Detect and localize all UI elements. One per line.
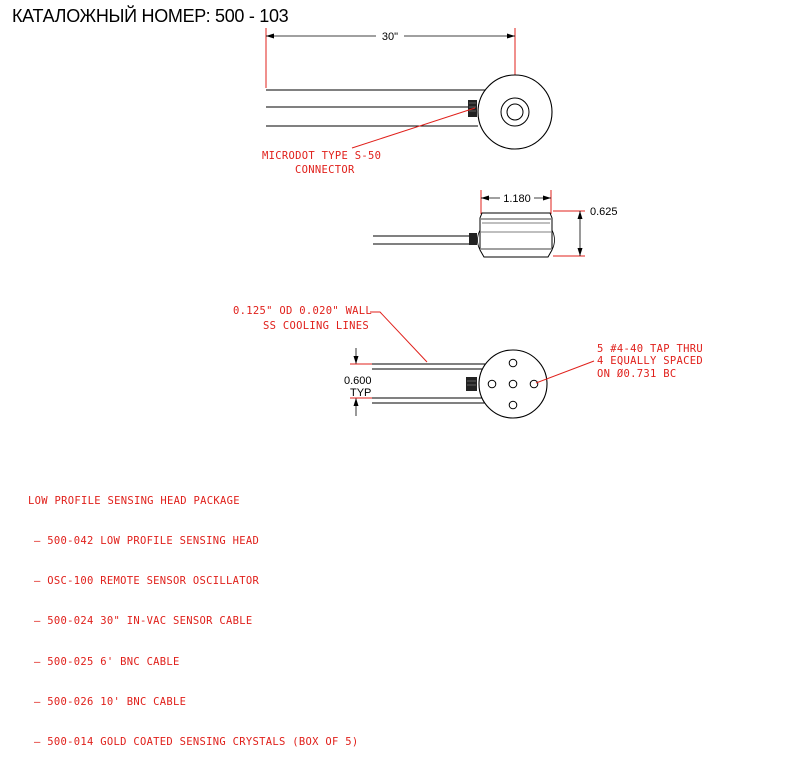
dimension-spacing-typ: TYP xyxy=(350,387,371,399)
package-item: – 500-025 6' BNC CABLE xyxy=(34,655,180,668)
dimension-spacing: 0.600 xyxy=(344,375,372,387)
package-item: – OSC-100 REMOTE SENSOR OSCILLATOR xyxy=(34,575,260,588)
callout-connector-line2: CONNECTOR xyxy=(295,164,355,176)
catalog-number-title: КАТАЛОЖНЫЙ НОМЕР: 500 - 103 xyxy=(12,6,289,26)
dimension-height: 0.625 xyxy=(590,206,618,218)
callout-connector-line1: MICRODOT TYPE S-50 xyxy=(262,150,381,162)
callout-cooling-line2: SS COOLING LINES xyxy=(263,320,369,332)
dimension-length: 30" xyxy=(382,31,398,43)
package-item: – 500-026 10' BNC CABLE xyxy=(34,695,187,708)
package-contents-list: LOW PROFILE SENSING HEAD PACKAGE – 500-0… xyxy=(28,468,358,763)
side-view: 1.180 0.625 xyxy=(373,190,618,258)
package-item: – 500-042 LOW PROFILE SENSING HEAD xyxy=(34,535,260,548)
package-item: – 500-024 30" IN-VAC SENSOR CABLE xyxy=(34,615,253,628)
dimension-width: 1.180 xyxy=(503,193,531,205)
top-view: 30" MICRODOT TYPE S-50 CONNECTOR xyxy=(262,28,553,176)
callout-taps-line3: ON Ø0.731 BC xyxy=(597,368,676,380)
bottom-view: 0.125" OD 0.020" WALL SS COOLING LINES 0… xyxy=(233,305,703,419)
callout-cooling-line1: 0.125" OD 0.020" WALL xyxy=(233,305,372,317)
technical-drawing: 30" MICRODOT TYPE S-50 CONNECTOR 1.180 xyxy=(233,28,703,419)
package-heading: LOW PROFILE SENSING HEAD PACKAGE xyxy=(28,494,240,507)
callout-taps-line2: 4 EQUALLY SPACED xyxy=(597,355,703,367)
callout-taps-line1: 5 #4-40 TAP THRU xyxy=(597,343,703,355)
package-item: – 500-014 GOLD COATED SENSING CRYSTALS (… xyxy=(34,736,359,749)
